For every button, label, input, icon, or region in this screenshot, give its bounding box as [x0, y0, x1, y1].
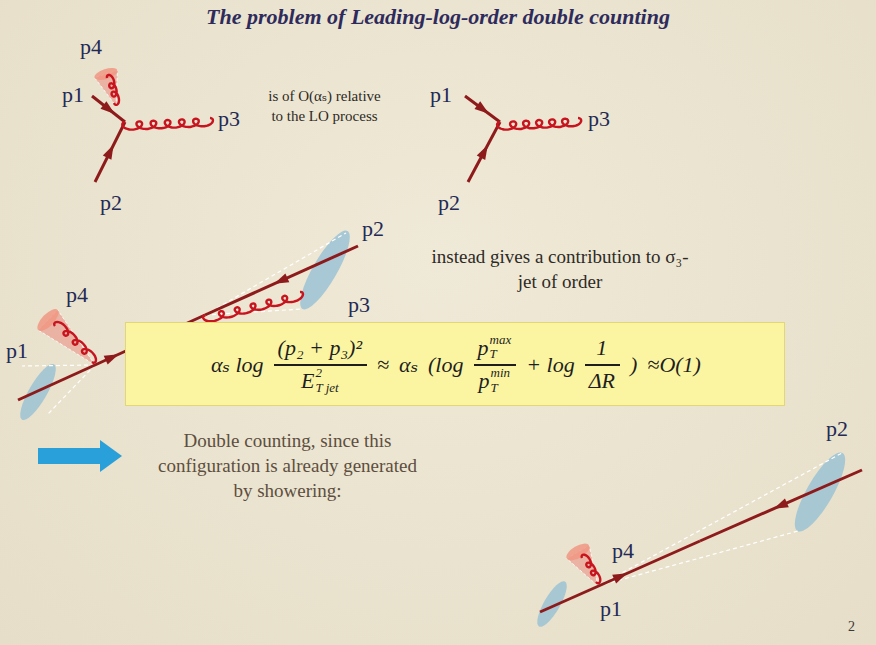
formula-term: p [479, 368, 490, 394]
particle-label: p3 [348, 292, 370, 318]
particle-label: p2 [438, 190, 460, 216]
formula-term: max [490, 332, 512, 347]
formula-term: 2 [315, 365, 322, 380]
particle-label: p2 [826, 416, 848, 442]
particle-label: p1 [62, 82, 84, 108]
quark-arrow [477, 145, 488, 160]
jet-ellipse [786, 447, 854, 538]
gluon-line [122, 118, 213, 130]
particle-label: p3 [588, 106, 610, 132]
page-number: 2 [848, 618, 855, 636]
formula-term: T jet [315, 380, 338, 395]
quark-arrow [612, 573, 627, 583]
jet-cone-edge [598, 453, 842, 586]
formula-term: min [491, 365, 511, 380]
jet-cone-edge [205, 233, 346, 315]
quark-arrow [274, 274, 289, 284]
gluon-line [203, 292, 303, 321]
particle-label: p2 [100, 190, 122, 216]
slide-title: The problem of Leading-log-order double … [0, 4, 876, 30]
jet-cone-edge [48, 365, 95, 414]
gluon-line [582, 555, 601, 584]
jet-ellipse [532, 577, 572, 630]
gluon-line [54, 322, 96, 363]
formula-term: T [490, 346, 497, 361]
formula-term: E [301, 368, 314, 394]
formula-term: + log [526, 352, 574, 378]
formula-term: ≈ [377, 352, 389, 378]
particle-label: p4 [612, 538, 634, 564]
particle-label: p3 [218, 106, 240, 132]
fraction-bar [585, 364, 620, 366]
quark-line [95, 122, 125, 182]
quark-arrow [475, 101, 489, 113]
formula-term: p [478, 335, 489, 361]
formula-term: 1 [596, 335, 607, 361]
formula-term: T [491, 380, 498, 395]
quark-line [700, 470, 862, 541]
formula-term: (log [428, 352, 463, 378]
particle-label: p1 [430, 82, 452, 108]
formula-row: αₛ log(p₂ + p₃)²E2T jet≈αₛ(logpmaxTpminT… [211, 323, 701, 405]
quark-line [465, 96, 500, 122]
formula-term: (p₂ + p₃)² [278, 335, 362, 361]
note-text: is of O(αₛ) relative to the LO process [262, 86, 387, 126]
formula-term: αₛ [399, 352, 418, 378]
quark-arrow [103, 145, 114, 160]
quark-arrow [104, 354, 119, 364]
quark-arrow [774, 499, 789, 509]
quark-line [468, 122, 500, 182]
particle-label: p2 [362, 216, 384, 242]
formula-term: ΔR [589, 368, 615, 394]
cone-cap [93, 66, 119, 83]
cone-cap [34, 306, 62, 335]
quark-arrow [101, 101, 115, 114]
particle-label: p1 [6, 338, 28, 364]
particle-label: p1 [600, 596, 622, 622]
jet-cone-edge [598, 531, 798, 586]
quark-line [92, 96, 125, 122]
formula-box: αₛ log(p₂ + p₃)²E2T jet≈αₛ(logpmaxTpminT… [125, 322, 785, 406]
gluon-line [107, 75, 119, 105]
particle-label: p4 [66, 282, 88, 308]
formula-term: αₛ log [211, 352, 264, 378]
gluon-line [497, 118, 581, 130]
block-arrow [38, 440, 122, 472]
note-text: instead gives a contribution to σ₃-jet o… [430, 244, 690, 294]
particle-label: p4 [80, 34, 102, 60]
formula-term: ≈O(1) [647, 352, 701, 378]
cone-cap [564, 540, 592, 564]
jet-cone-edge [22, 365, 95, 366]
formula-term: ) [630, 352, 637, 378]
note-text: Double counting, since this configuratio… [150, 428, 425, 503]
